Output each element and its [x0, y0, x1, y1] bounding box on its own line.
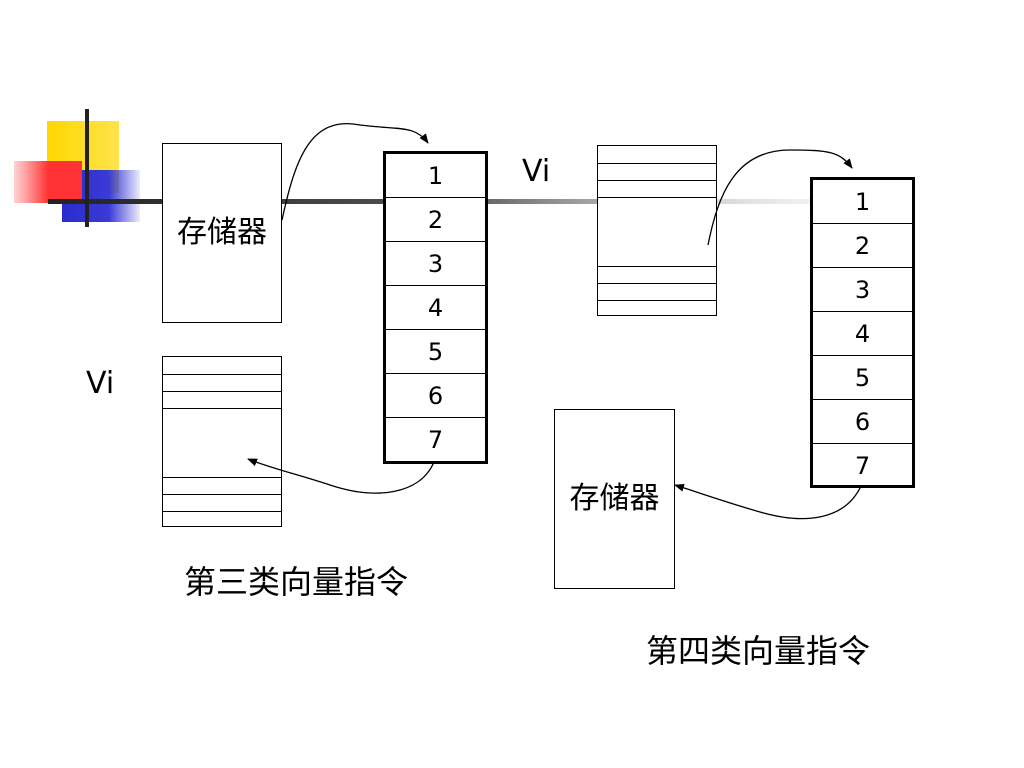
vector-cell: 1 [386, 154, 485, 198]
right-vector-register: 1 2 3 4 5 6 7 [810, 177, 915, 488]
vector-cell: 7 [854, 452, 871, 480]
vector-cell: 4 [813, 312, 912, 356]
deco-vertical-bar [85, 109, 89, 227]
right-memory-box: 存储器 [554, 409, 675, 589]
vector-cell: 3 [813, 268, 912, 312]
vector-cell: 6 [813, 400, 912, 444]
right-memory-label: 存储器 [569, 481, 660, 516]
vector-cell: 2 [813, 224, 912, 268]
right-vi-register [597, 145, 717, 316]
vector-cell: 5 [386, 330, 485, 374]
right-caption: 第四类向量指令 [646, 632, 871, 670]
vector-cell: 4 [386, 286, 485, 330]
deco-red-square [14, 161, 82, 203]
left-vector-register: 1 2 3 4 5 6 7 [383, 151, 488, 464]
left-caption: 第三类向量指令 [184, 563, 409, 601]
right-vi-label: Vi [522, 154, 551, 189]
vector-cell: 6 [386, 374, 485, 418]
left-memory-label: 存储器 [177, 215, 267, 250]
vector-cell: 5 [813, 356, 912, 400]
left-vi-label: Vi [86, 366, 115, 401]
vector-cell: 3 [386, 242, 485, 286]
left-vi-register [162, 356, 282, 527]
vector-cell: 2 [386, 198, 485, 242]
deco-horizontal-bar [48, 199, 958, 204]
vector-cell: 1 [813, 180, 912, 224]
left-memory-box: 存储器 [162, 143, 282, 323]
vector-cell: 7 [427, 426, 444, 454]
